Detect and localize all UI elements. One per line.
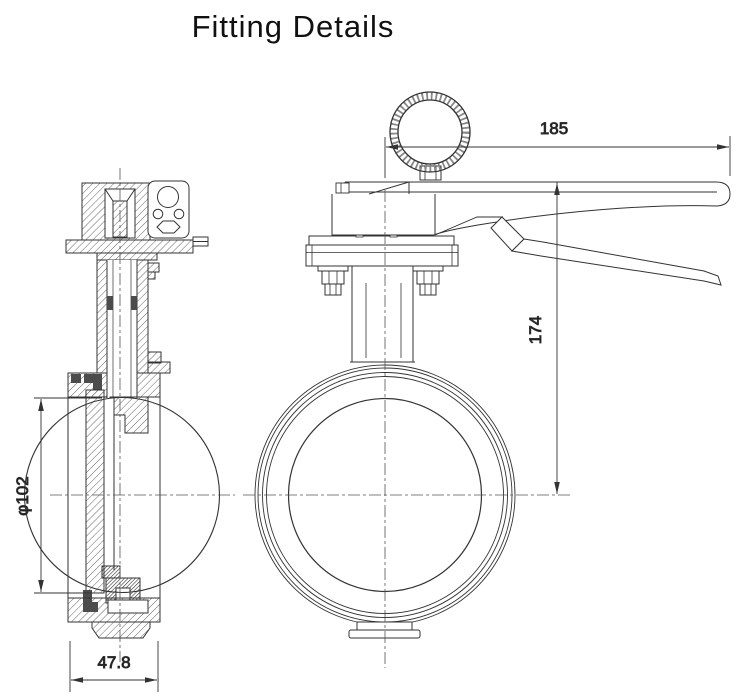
drawing-title: Fitting Details [192,9,395,44]
dim-label-dia102: φ102 [13,476,32,515]
bottom-flange [67,597,161,639]
plate-hole-hex [156,220,181,234]
handle-lever [331,181,731,236]
dimension-handle-length: 185 [384,119,731,178]
dim-label-47-8: 47.8 [97,653,130,672]
section-centerlines [50,168,235,662]
plate-hole-small-left [152,208,164,220]
bottom-tab [348,621,421,639]
disc-section [85,389,121,594]
pull-ring [389,91,471,181]
dim-label-185: 185 [540,119,568,138]
dim-label-174: 174 [526,316,545,344]
dimension-face-width: 47.8 [69,641,159,692]
trigger-lever [490,216,722,286]
plate-hole-small-right [173,208,185,220]
valve-neck-front [350,265,415,364]
page-title: Fitting Details [192,9,395,44]
top-flange [65,236,209,261]
dimensions: 185 174 φ102 47.8 [13,119,731,692]
mounting-plate [147,180,190,239]
plate-hole-large [157,186,179,208]
section-view [23,168,235,662]
dimension-overall-height: 174 [526,182,560,494]
front-centerlines [243,190,570,668]
flange-bolt-left [317,265,349,296]
front-view [243,91,731,668]
stem-cap [81,182,151,241]
flange-bolt-right [412,265,444,296]
mounting-flange [305,231,459,267]
valve-neck-section [96,259,171,398]
dimension-bore-diameter: φ102 [13,397,102,594]
ring-knurl-texture [390,92,470,172]
